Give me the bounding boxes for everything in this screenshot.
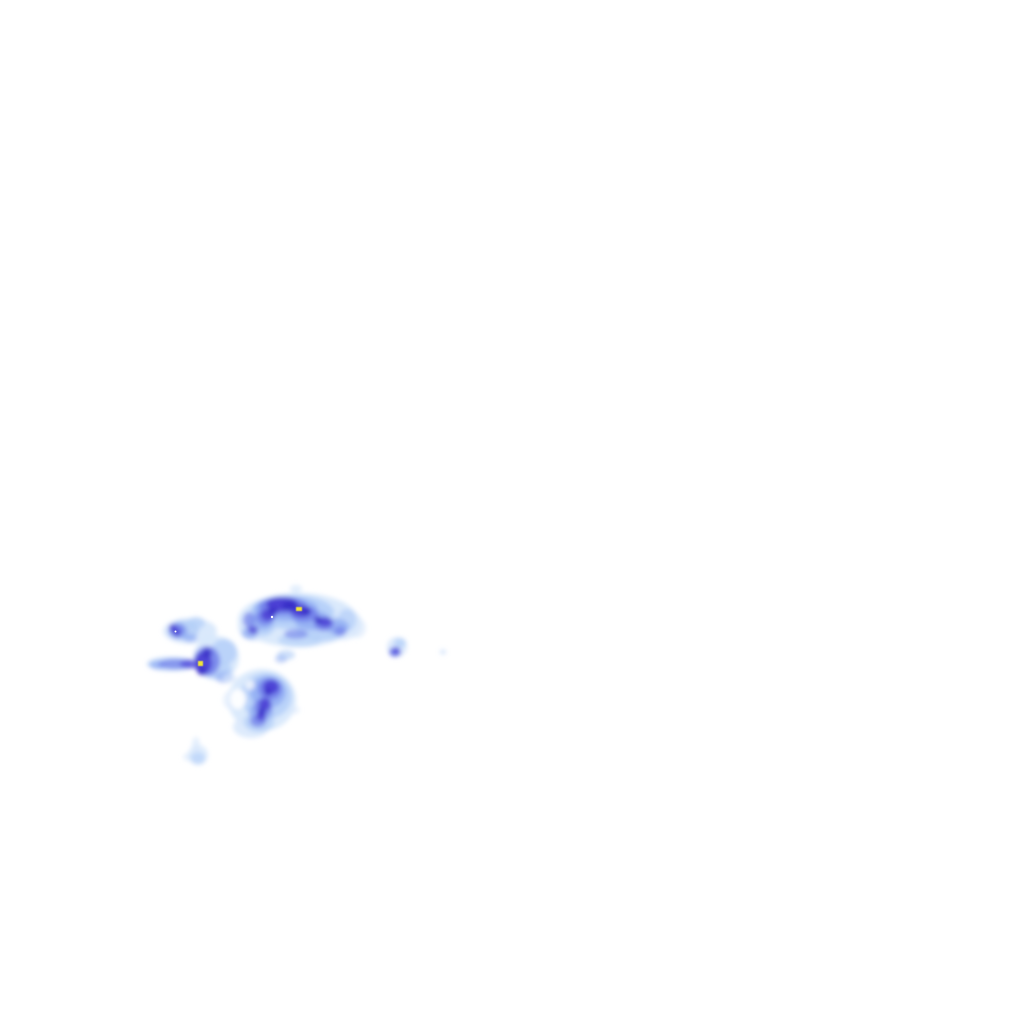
- radar-hotspot: [296, 607, 302, 611]
- south-faint-cell: [183, 737, 208, 765]
- radar-cell: [173, 629, 181, 637]
- radar-cell: [187, 617, 205, 629]
- radar-hotspot: [198, 661, 203, 666]
- radar-cell: [301, 608, 311, 616]
- radar-cell: [394, 638, 406, 648]
- center-spur: [275, 650, 295, 663]
- radar-cell: [202, 648, 212, 658]
- radar-cell: [275, 655, 287, 663]
- radar-cell: [334, 626, 346, 636]
- radar-cell: [286, 706, 300, 714]
- radar-cell: [258, 706, 266, 716]
- radar-cells-layer: [147, 585, 446, 765]
- radar-white-dots-layer: [174, 615, 274, 633]
- east-small-cell: [387, 637, 407, 657]
- radar-cell: [223, 673, 237, 683]
- west-streak-and-mid-cell: [147, 636, 239, 683]
- south-hook-cell: [223, 669, 300, 738]
- radar-cell: [197, 666, 207, 676]
- radar-cell: [284, 629, 308, 639]
- east-tiny-speck: [440, 649, 446, 655]
- radar-cell: [245, 680, 255, 690]
- radar-cell: [230, 689, 246, 709]
- radar-cell: [243, 612, 255, 628]
- radar-cell: [268, 607, 278, 615]
- radar-hotspots-layer: [198, 607, 302, 666]
- radar-cell: [192, 737, 200, 753]
- north-large-cell: [238, 585, 366, 647]
- radar-peak-dot: [174, 630, 177, 633]
- radar-cell: [264, 688, 272, 696]
- radar-cell: [248, 626, 258, 634]
- radar-cell: [183, 634, 197, 642]
- radar-cell: [290, 585, 302, 593]
- radar-cell: [392, 647, 400, 655]
- radar-cell: [282, 601, 298, 611]
- radar-peak-dot: [270, 615, 274, 619]
- northwest-small-cell: [163, 617, 218, 644]
- radar-cell: [440, 649, 446, 655]
- radar-cell: [314, 616, 322, 624]
- radar-cell: [191, 752, 205, 764]
